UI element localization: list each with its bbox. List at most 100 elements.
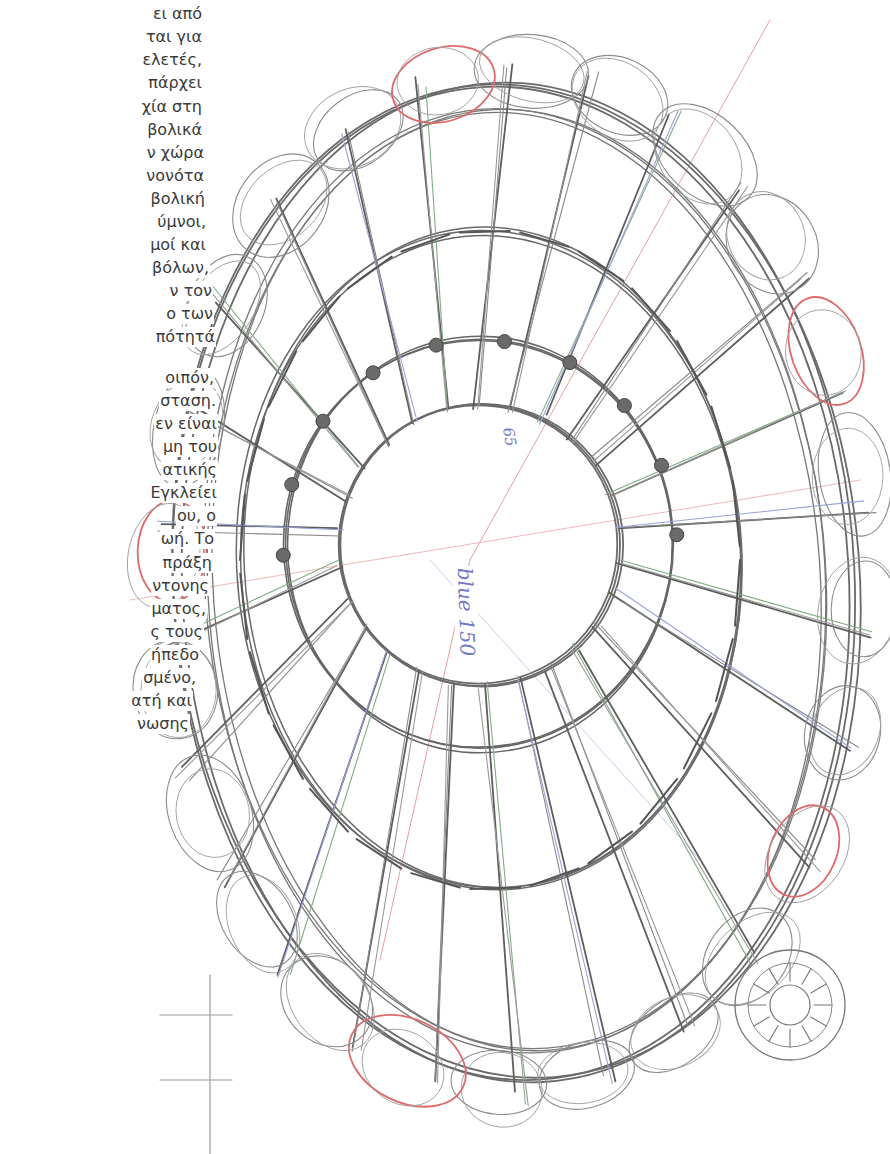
text-fragment: εν είναι bbox=[154, 414, 218, 434]
band-tie bbox=[460, 231, 510, 232]
rim-loop bbox=[298, 73, 419, 188]
rim-loop bbox=[779, 304, 867, 401]
text-fragment: ου, ο bbox=[176, 506, 217, 526]
middle-band bbox=[224, 223, 758, 903]
text-fragment: ελετές, bbox=[141, 50, 203, 70]
thumbnail-tick bbox=[769, 1026, 778, 1042]
middle-band bbox=[227, 214, 757, 900]
radial-rib bbox=[572, 650, 757, 963]
node-dot bbox=[670, 528, 684, 542]
thumbnail-tick bbox=[789, 1029, 790, 1047]
node-dot bbox=[316, 414, 330, 428]
radial-rib bbox=[217, 629, 365, 879]
band-tie bbox=[640, 779, 677, 824]
text-fragment: ύμνοι, bbox=[156, 212, 207, 232]
band-tie bbox=[716, 639, 733, 701]
radial-rib bbox=[290, 654, 390, 974]
radial-rib bbox=[517, 676, 612, 1084]
text-fragment: μη του bbox=[162, 437, 218, 457]
rim-loop bbox=[382, 34, 504, 136]
radial-rib bbox=[478, 689, 528, 1106]
band-tie bbox=[240, 494, 245, 560]
radial-rib bbox=[278, 651, 386, 977]
rim-loop bbox=[618, 980, 733, 1084]
node-dot bbox=[563, 356, 577, 370]
outer-rim bbox=[136, 59, 890, 1103]
radial-rib bbox=[479, 68, 506, 405]
band-tie bbox=[269, 352, 296, 407]
rim-loop bbox=[213, 135, 349, 276]
rim-loop bbox=[453, 1044, 550, 1136]
band-tie bbox=[250, 652, 269, 713]
radial-rib bbox=[573, 187, 748, 443]
node-dot bbox=[429, 338, 443, 352]
radial-rib bbox=[418, 85, 447, 407]
radial-rib bbox=[601, 626, 820, 872]
band-tie bbox=[711, 407, 730, 468]
rim-loop bbox=[708, 177, 837, 311]
thumbnail-tick bbox=[811, 984, 827, 993]
band-tie bbox=[579, 251, 624, 280]
text-fragment: ται για bbox=[145, 27, 203, 47]
thumbnail-tick bbox=[748, 1004, 766, 1005]
text-fragment: ει από bbox=[152, 4, 203, 24]
text-fragment: ήπεδο bbox=[150, 645, 200, 665]
inner-circle bbox=[340, 404, 623, 687]
rim-loop bbox=[810, 408, 890, 541]
radial-rib bbox=[594, 279, 801, 461]
radial-rib bbox=[342, 134, 417, 422]
rim-loop bbox=[530, 1029, 643, 1121]
thumbnail-tick bbox=[769, 969, 778, 985]
rim-loop bbox=[636, 92, 760, 221]
radial-rib bbox=[190, 601, 353, 781]
thumbnail-tick bbox=[789, 963, 790, 981]
rim-loop bbox=[393, 42, 483, 120]
rim-loop bbox=[747, 790, 867, 919]
rim-loop bbox=[224, 143, 344, 262]
inner-circle bbox=[339, 405, 617, 683]
radial-rib bbox=[210, 290, 359, 467]
rim-loop bbox=[449, 1047, 549, 1118]
rim-loop bbox=[687, 894, 818, 1023]
band-tie bbox=[530, 869, 578, 886]
rim-loop bbox=[633, 84, 777, 226]
radial-rib bbox=[567, 190, 739, 439]
radial-rib bbox=[426, 87, 448, 412]
text-fragment: ατικής bbox=[161, 460, 218, 480]
radial-rib bbox=[596, 278, 809, 465]
radial-rib bbox=[508, 72, 599, 412]
radial-rib bbox=[478, 65, 504, 409]
rim-loop bbox=[290, 71, 414, 185]
rim-loop bbox=[558, 40, 681, 150]
radial-rib bbox=[473, 64, 512, 409]
thumbnail-tick bbox=[814, 1004, 832, 1005]
text-fragment: βολική bbox=[150, 189, 206, 209]
band-tie bbox=[520, 232, 569, 246]
thumbnail-inner bbox=[770, 985, 810, 1025]
text-fragment: μοί και bbox=[149, 235, 207, 255]
construction-line bbox=[430, 560, 700, 860]
band-tie bbox=[357, 839, 402, 868]
radial-rib bbox=[622, 513, 876, 528]
radial-rib bbox=[182, 599, 348, 767]
node-dot bbox=[655, 458, 669, 472]
construction-line bbox=[470, 20, 770, 560]
band-tie bbox=[401, 234, 449, 251]
text-fragment: νωσης bbox=[136, 714, 190, 734]
band-tie bbox=[684, 713, 711, 768]
outer-rim-inner bbox=[185, 95, 848, 1068]
band-tie bbox=[274, 725, 303, 778]
radial-rib bbox=[348, 132, 413, 425]
thumbnail-tick bbox=[754, 984, 770, 993]
frame-line bbox=[209, 975, 210, 1154]
radial-rib bbox=[572, 644, 749, 963]
text-fragment: ν χώρα bbox=[146, 143, 205, 163]
rim-loop bbox=[714, 180, 818, 292]
rim-loop bbox=[347, 1013, 459, 1121]
band-tie bbox=[348, 257, 392, 289]
dimension-note: blue 150 bbox=[453, 565, 480, 658]
thumbnail-tick bbox=[802, 1026, 811, 1042]
thumbnail-ring bbox=[748, 963, 832, 1047]
text-fragment: σμένο, bbox=[142, 668, 197, 688]
radial-rib bbox=[512, 72, 587, 413]
